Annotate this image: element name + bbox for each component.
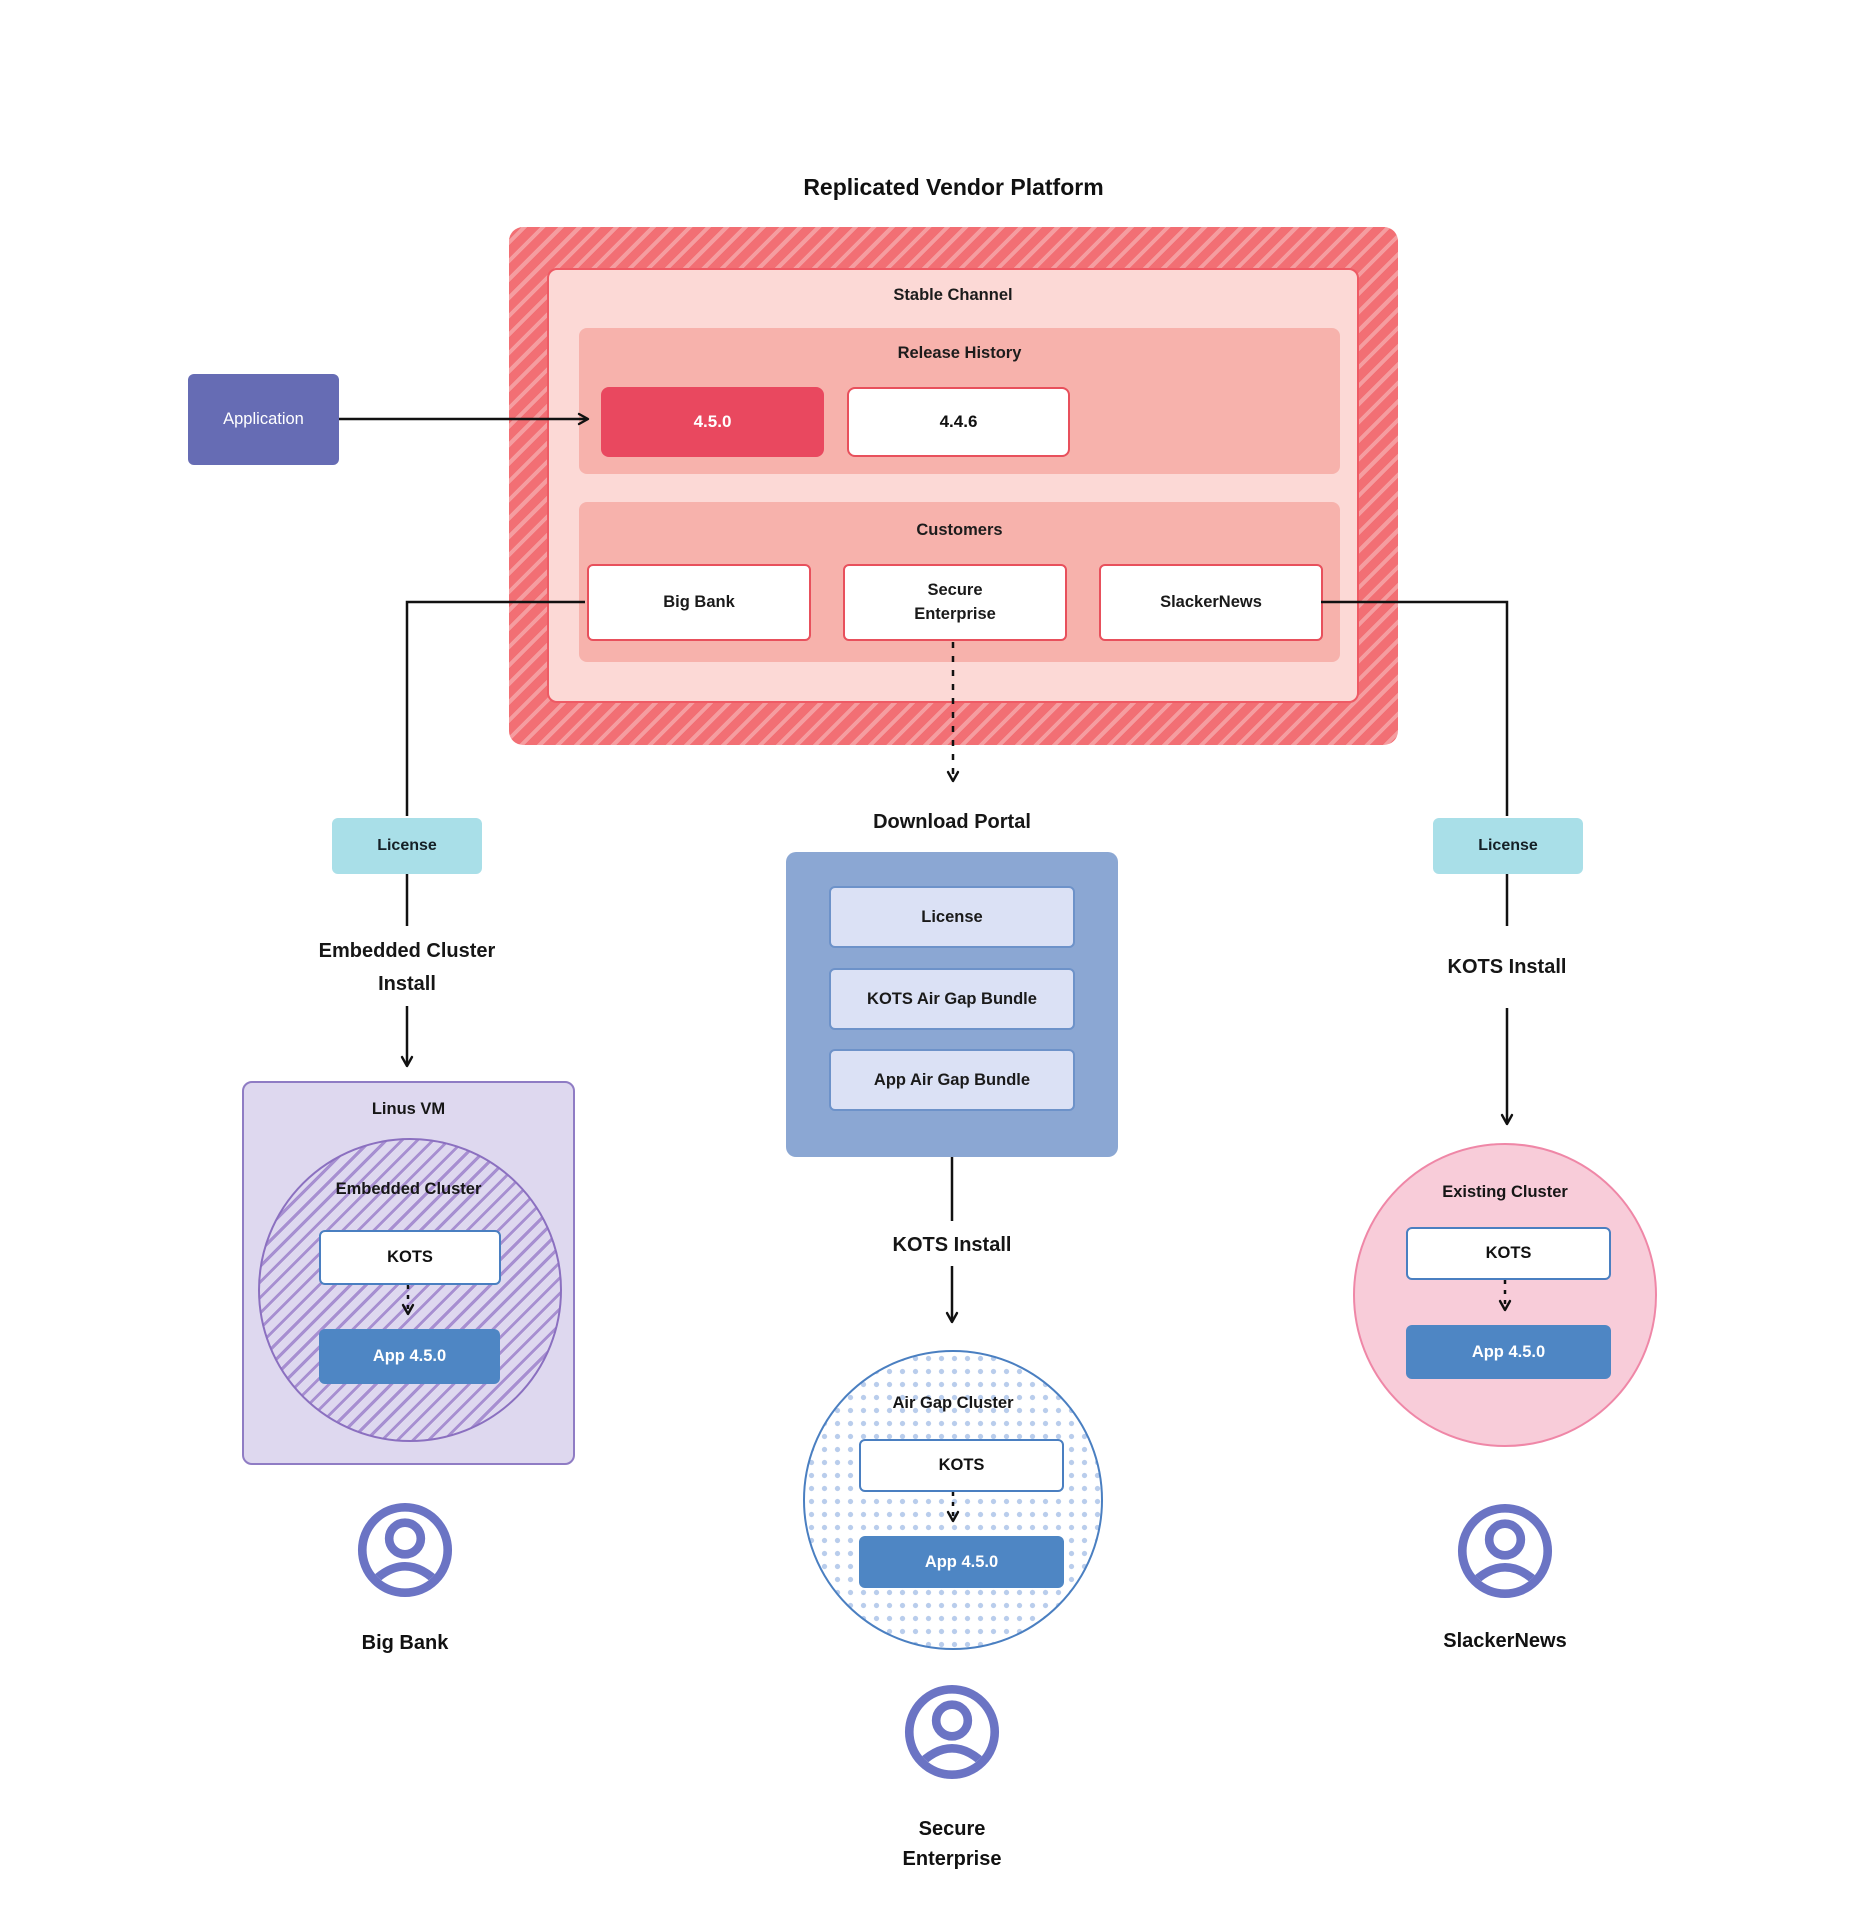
release-box: 4.4.6	[847, 387, 1070, 457]
kots-install-label-middle: KOTS Install	[892, 1234, 1012, 1256]
app-version-label: App 4.5.0	[1471, 1342, 1546, 1361]
license-box-left: License	[332, 818, 482, 874]
existing-cluster-circle: Existing Cluster KOTS App 4.5.0	[1353, 1143, 1657, 1447]
customers-box: Customers Big Bank Secure Enterprise Sla…	[579, 502, 1340, 662]
customer-box: Secure Enterprise	[843, 564, 1067, 641]
portal-item-label: App Air Gap Bundle	[873, 1070, 1031, 1089]
license-label: License	[377, 837, 437, 854]
user-name-secure-enterprise: Secure Enterprise	[902, 1818, 1002, 1870]
user-icon	[1457, 1503, 1553, 1599]
vendor-platform-box: Stable Channel Release History 4.5.0 4.4…	[509, 227, 1398, 745]
customer-name: Secure Enterprise	[914, 580, 996, 623]
license-label: License	[1478, 837, 1538, 854]
download-portal-box: License KOTS Air Gap Bundle App Air Gap …	[786, 852, 1118, 1157]
kots-box: KOTS	[859, 1439, 1064, 1492]
stable-channel-label: Stable Channel	[893, 286, 1013, 304]
application-label: Application	[223, 410, 304, 428]
stable-channel-box: Stable Channel Release History 4.5.0 4.4…	[547, 268, 1359, 703]
customer-name: SlackerNews	[1160, 592, 1262, 611]
app-version-box: App 4.5.0	[319, 1329, 500, 1384]
user-name-slackernews: SlackerNews	[1443, 1630, 1567, 1652]
embedded-cluster-circle	[258, 1138, 562, 1442]
customers-label: Customers	[916, 521, 1003, 539]
portal-item-label: License	[921, 907, 983, 926]
release-history-label: Release History	[897, 344, 1022, 362]
license-box-right: License	[1433, 818, 1583, 874]
portal-item: KOTS Air Gap Bundle	[829, 968, 1075, 1030]
kots-label: KOTS	[387, 1248, 433, 1266]
air-gap-cluster-label: Air Gap Cluster	[892, 1394, 1014, 1412]
vm-label: Linus VM	[371, 1100, 446, 1118]
kots-box: KOTS	[1406, 1227, 1611, 1280]
linus-vm-box: Linus VM Embedded Cluster KOTS App 4.5.0	[242, 1081, 575, 1465]
user-icon	[357, 1502, 453, 1598]
kots-label: KOTS	[1485, 1244, 1532, 1262]
release-history-box: Release History 4.5.0 4.4.6	[579, 328, 1340, 474]
kots-box: KOTS	[319, 1230, 501, 1285]
release-version: 4.5.0	[693, 412, 732, 431]
user-icon	[904, 1684, 1000, 1780]
page-title: Replicated Vendor Platform	[803, 174, 1104, 200]
portal-item-label: KOTS Air Gap Bundle	[867, 989, 1037, 1008]
air-gap-cluster-circle: Air Gap Cluster KOTS App 4.5.0	[803, 1350, 1103, 1650]
app-version-box: App 4.5.0	[1406, 1325, 1611, 1379]
user-name-big-bank: Big Bank	[361, 1632, 449, 1654]
application-box: Application	[188, 374, 339, 465]
customer-box: SlackerNews	[1099, 564, 1323, 641]
kots-label: KOTS	[938, 1456, 985, 1474]
app-version-label: App 4.5.0	[372, 1347, 447, 1365]
customer-name: Big Bank	[663, 592, 735, 611]
release-version: 4.4.6	[939, 412, 978, 431]
existing-cluster-label: Existing Cluster	[1442, 1183, 1568, 1201]
embedded-cluster-install-label: Embedded Cluster Install	[318, 940, 496, 995]
portal-item: App Air Gap Bundle	[829, 1049, 1075, 1111]
app-version-label: App 4.5.0	[924, 1552, 999, 1571]
kots-install-label-right: KOTS Install	[1447, 956, 1567, 978]
release-box: 4.5.0	[601, 387, 824, 457]
download-portal-title: Download Portal	[873, 811, 1031, 833]
embedded-cluster-label: Embedded Cluster	[335, 1180, 482, 1198]
app-version-box: App 4.5.0	[859, 1536, 1064, 1588]
customer-box: Big Bank	[587, 564, 811, 641]
portal-item: License	[829, 886, 1075, 948]
